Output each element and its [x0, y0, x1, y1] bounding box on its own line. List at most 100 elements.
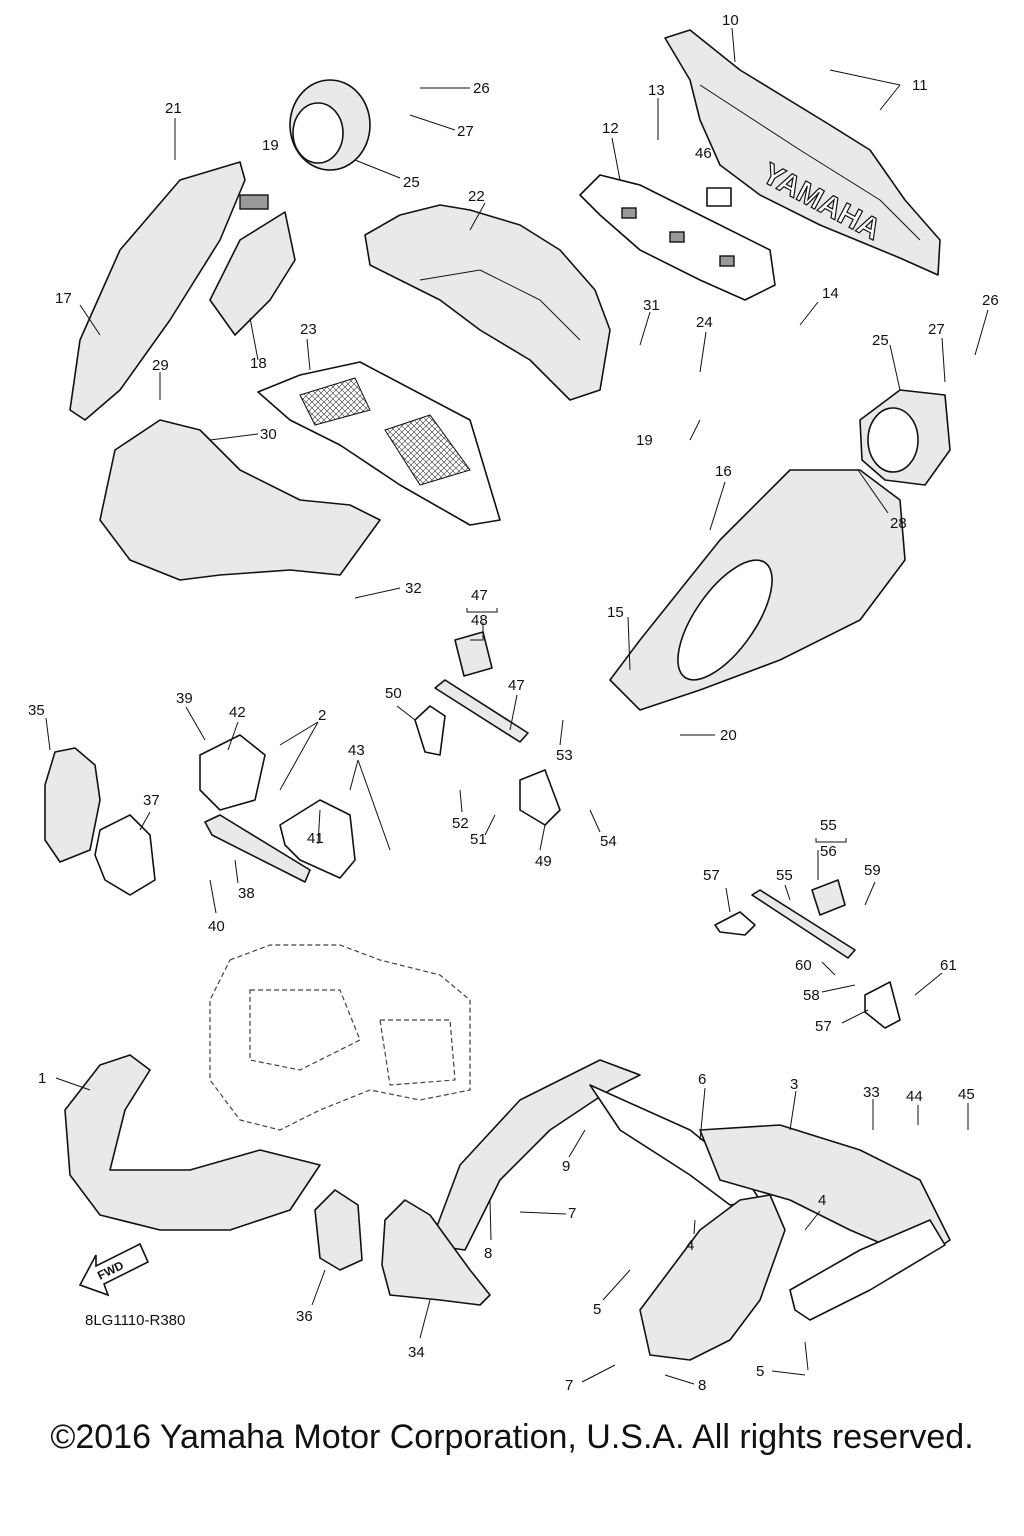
part-36-bracket [314, 1189, 363, 1271]
callout-54: 54 [600, 833, 617, 850]
callout-44: 44 [906, 1088, 923, 1105]
callout-59: 59 [864, 862, 881, 879]
callout-47-48-bracket [466, 608, 498, 613]
callout-50: 50 [385, 685, 402, 702]
callout-52: 52 [452, 815, 469, 832]
callout-1: 1 [38, 1070, 46, 1087]
callout-25-right: 25 [872, 332, 889, 349]
part-35-cover [44, 747, 101, 863]
callout-17: 17 [55, 290, 72, 307]
part-42-bracket [199, 734, 266, 811]
callout-19-right: 19 [636, 432, 653, 449]
callout-26-top: 26 [473, 80, 490, 97]
callout-40: 40 [208, 918, 225, 935]
callout-16: 16 [715, 463, 732, 480]
callout-8-top: 8 [484, 1245, 492, 1262]
callout-42: 42 [229, 704, 246, 721]
callout-61: 61 [940, 957, 957, 974]
callout-51: 51 [470, 831, 487, 848]
diagram-ref-code: 8LG1110-R380 [85, 1312, 185, 1329]
callout-57-top: 57 [703, 867, 720, 884]
callout-labels: 10 11 13 12 46 14 26 27 25 21 19 22 17 1… [28, 12, 999, 1394]
callout-53: 53 [556, 747, 573, 764]
callout-33: 33 [863, 1084, 880, 1101]
callout-15: 15 [607, 604, 624, 621]
callout-24: 24 [696, 314, 713, 331]
part-34-duct [381, 1199, 491, 1306]
callout-21: 21 [165, 100, 182, 117]
callout-39: 39 [176, 690, 193, 707]
callout-60: 60 [795, 957, 812, 974]
callout-10: 10 [722, 12, 739, 29]
callout-25-top: 25 [403, 174, 420, 191]
part-12-bracket [579, 174, 776, 301]
callout-30: 30 [260, 426, 277, 443]
callout-47-top: 47 [471, 587, 488, 604]
callout-57-bottom: 57 [815, 1018, 832, 1035]
part-47-damper-rod [434, 679, 529, 743]
part-55-damper-rod [751, 889, 856, 959]
part-25-ring-right [859, 389, 951, 486]
callout-56: 56 [820, 843, 837, 860]
callout-38: 38 [238, 885, 255, 902]
callout-49: 49 [535, 853, 552, 870]
callout-32: 32 [405, 580, 422, 597]
callout-43: 43 [348, 742, 365, 759]
parts-diagram: YAMAHA [28, 12, 999, 1394]
callout-13: 13 [648, 82, 665, 99]
callout-23: 23 [300, 321, 317, 338]
fwd-arrow-icon: FWD [78, 1242, 150, 1297]
part-56-sleeve [811, 879, 846, 916]
callout-45: 45 [958, 1086, 975, 1103]
callout-27-right: 27 [928, 321, 945, 338]
part-15-16-muffler [609, 469, 906, 711]
callout-20: 20 [720, 727, 737, 744]
part-1-front-cowl [64, 1054, 321, 1231]
callout-8-bottom: 8 [698, 1377, 706, 1394]
callout-6: 6 [698, 1071, 706, 1088]
part-57-bracket-top [714, 911, 756, 936]
callout-34: 34 [408, 1344, 425, 1361]
callout-7-top: 7 [568, 1205, 576, 1222]
callout-14: 14 [822, 285, 839, 302]
callout-28: 28 [890, 515, 907, 532]
callout-4-left: 4 [686, 1237, 694, 1254]
part-18-inner-panel [209, 211, 296, 336]
callout-31: 31 [643, 297, 660, 314]
part-48-sleeve [454, 631, 493, 677]
callout-2: 2 [318, 707, 326, 724]
part-19-pad [239, 194, 269, 210]
frame-outline [209, 944, 471, 1131]
callout-3: 3 [790, 1076, 798, 1093]
callout-46: 46 [695, 145, 712, 162]
leader-lines [45, 27, 989, 1385]
callout-55: 55 [776, 867, 793, 884]
callout-55-top: 55 [820, 817, 837, 834]
callout-22: 22 [468, 188, 485, 205]
callout-41: 41 [307, 830, 324, 847]
callout-12: 12 [602, 120, 619, 137]
callout-55-56-bracket [815, 838, 847, 843]
part-50-bracket [414, 705, 446, 756]
callout-5-left: 5 [593, 1301, 601, 1318]
callout-11: 11 [912, 77, 928, 94]
callout-35: 35 [28, 702, 45, 719]
part-57-bracket-bottom [864, 981, 901, 1029]
callout-36: 36 [296, 1308, 313, 1325]
callout-47: 47 [508, 677, 525, 694]
callout-48: 48 [471, 612, 488, 629]
part-23-mesh-bracket [257, 361, 501, 526]
part-17-side-cowl [69, 161, 246, 421]
part-41-bracket [279, 799, 356, 879]
part-37-plate [94, 814, 156, 896]
part-10-side-cover: YAMAHA [664, 29, 941, 276]
part-38-damper [204, 814, 311, 883]
callout-26-right: 26 [982, 292, 999, 309]
part-49-bracket [519, 769, 561, 826]
part-3-side-panel [639, 1194, 786, 1361]
part-22-air-duct [364, 204, 611, 401]
callout-5-right: 5 [756, 1363, 764, 1380]
callout-18: 18 [250, 355, 267, 372]
callout-4-right: 4 [818, 1192, 826, 1209]
callout-7-bottom: 7 [565, 1377, 573, 1394]
